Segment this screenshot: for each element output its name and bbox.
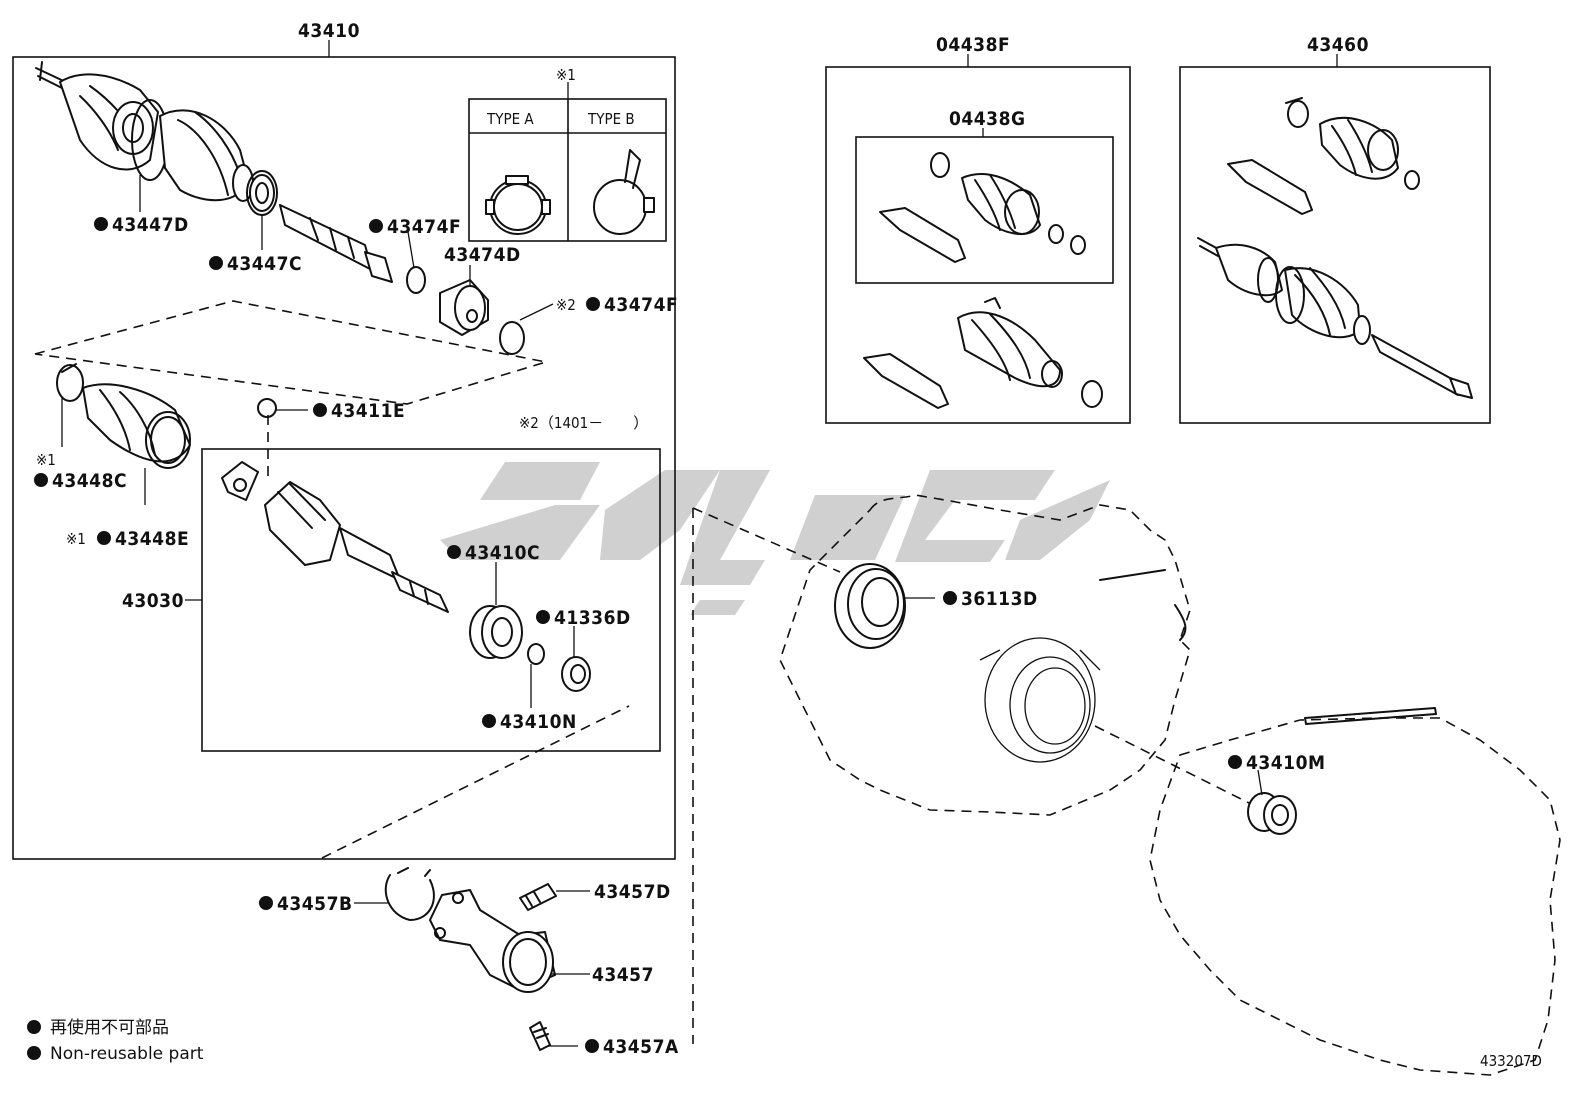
- transmission-case-icon: [1149, 707, 1561, 1076]
- transaxle-case-icon: [779, 494, 1191, 816]
- label-43410N: 43410N: [500, 711, 577, 733]
- label-43448E: 43448E: [115, 528, 189, 550]
- bearing-43410C-icon: [469, 605, 523, 659]
- boot-kit-04438G-icon: [879, 152, 1086, 263]
- clamp-type-a-icon: [485, 175, 551, 235]
- label-04438G: 04438G: [949, 108, 1026, 130]
- label-43457A: 43457A: [603, 1036, 679, 1058]
- inner-joint-shaft-icon: [221, 461, 449, 613]
- label-43474F-b: 43474F: [604, 294, 678, 316]
- figure-number: 433207D: [1480, 1052, 1542, 1070]
- clamp-43474F-icon: [406, 266, 426, 294]
- seal-41336D-icon: [561, 656, 591, 692]
- label-43410: 43410: [298, 20, 360, 42]
- label-43448C-note: ※1: [36, 451, 56, 469]
- label-43474F-b-note: ※2: [556, 296, 576, 314]
- clamp-type-b-label: TYPE B: [587, 110, 635, 128]
- boot-43448-icon: [56, 363, 191, 469]
- label-43448E-note: ※1: [66, 530, 86, 548]
- clamp-43474F-2-icon: [499, 321, 525, 355]
- legend: 再使用不可部品 Non-reusable part: [27, 1017, 204, 1064]
- snap-ring-43411E-icon: [257, 398, 277, 418]
- clip-43457B-icon: [384, 867, 435, 921]
- label-04438F: 04438F: [936, 34, 1010, 56]
- boot-kit-04438F-icon: [863, 297, 1103, 409]
- label-43474F-a: 43474F: [387, 216, 461, 238]
- box-43460: [1179, 66, 1491, 424]
- clamp-type-b-icon: [593, 149, 655, 235]
- label-43447C: 43447C: [227, 253, 302, 275]
- label-43457D: 43457D: [594, 881, 671, 903]
- label-36113D: 36113D: [961, 588, 1038, 610]
- bolt-43457D-icon: [519, 883, 557, 911]
- bolt-43457A-icon: [529, 1021, 551, 1051]
- label-43447D: 43447D: [112, 214, 189, 236]
- oil-seal-43410M-icon: [1247, 792, 1297, 835]
- label-43457: 43457: [592, 964, 654, 986]
- label-43474D: 43474D: [444, 244, 521, 266]
- clamp-type-a-label: TYPE A: [486, 110, 534, 128]
- label-43460: 43460: [1307, 34, 1369, 56]
- bearing-bracket-43457-icon: [429, 889, 556, 993]
- label-43410M: 43410M: [1246, 752, 1325, 774]
- box-43410: [12, 56, 676, 860]
- box-04438F: [825, 66, 1131, 424]
- note-range: ※2（1401－ ）: [519, 414, 648, 432]
- label-41336D: 41336D: [554, 607, 631, 629]
- label-43411E: 43411E: [331, 400, 405, 422]
- drive-shaft-assembly-icon: [35, 61, 393, 283]
- drive-shaft-43460-icon: [1197, 97, 1473, 399]
- clamp-type-note: ※1: [556, 66, 576, 84]
- box-04438G: [855, 136, 1114, 284]
- snap-ring-43410N-icon: [527, 643, 545, 665]
- damper-43474D-icon: [439, 279, 489, 336]
- label-43030: 43030: [122, 590, 184, 612]
- legend-en-text: Non-reusable part: [50, 1044, 204, 1064]
- legend-jp-text: 再使用不可部品: [50, 1017, 169, 1038]
- label-43448C: 43448C: [52, 470, 127, 492]
- label-43410C: 43410C: [465, 542, 540, 564]
- oil-seal-36113D-icon: [834, 563, 906, 649]
- label-43457B: 43457B: [277, 893, 353, 915]
